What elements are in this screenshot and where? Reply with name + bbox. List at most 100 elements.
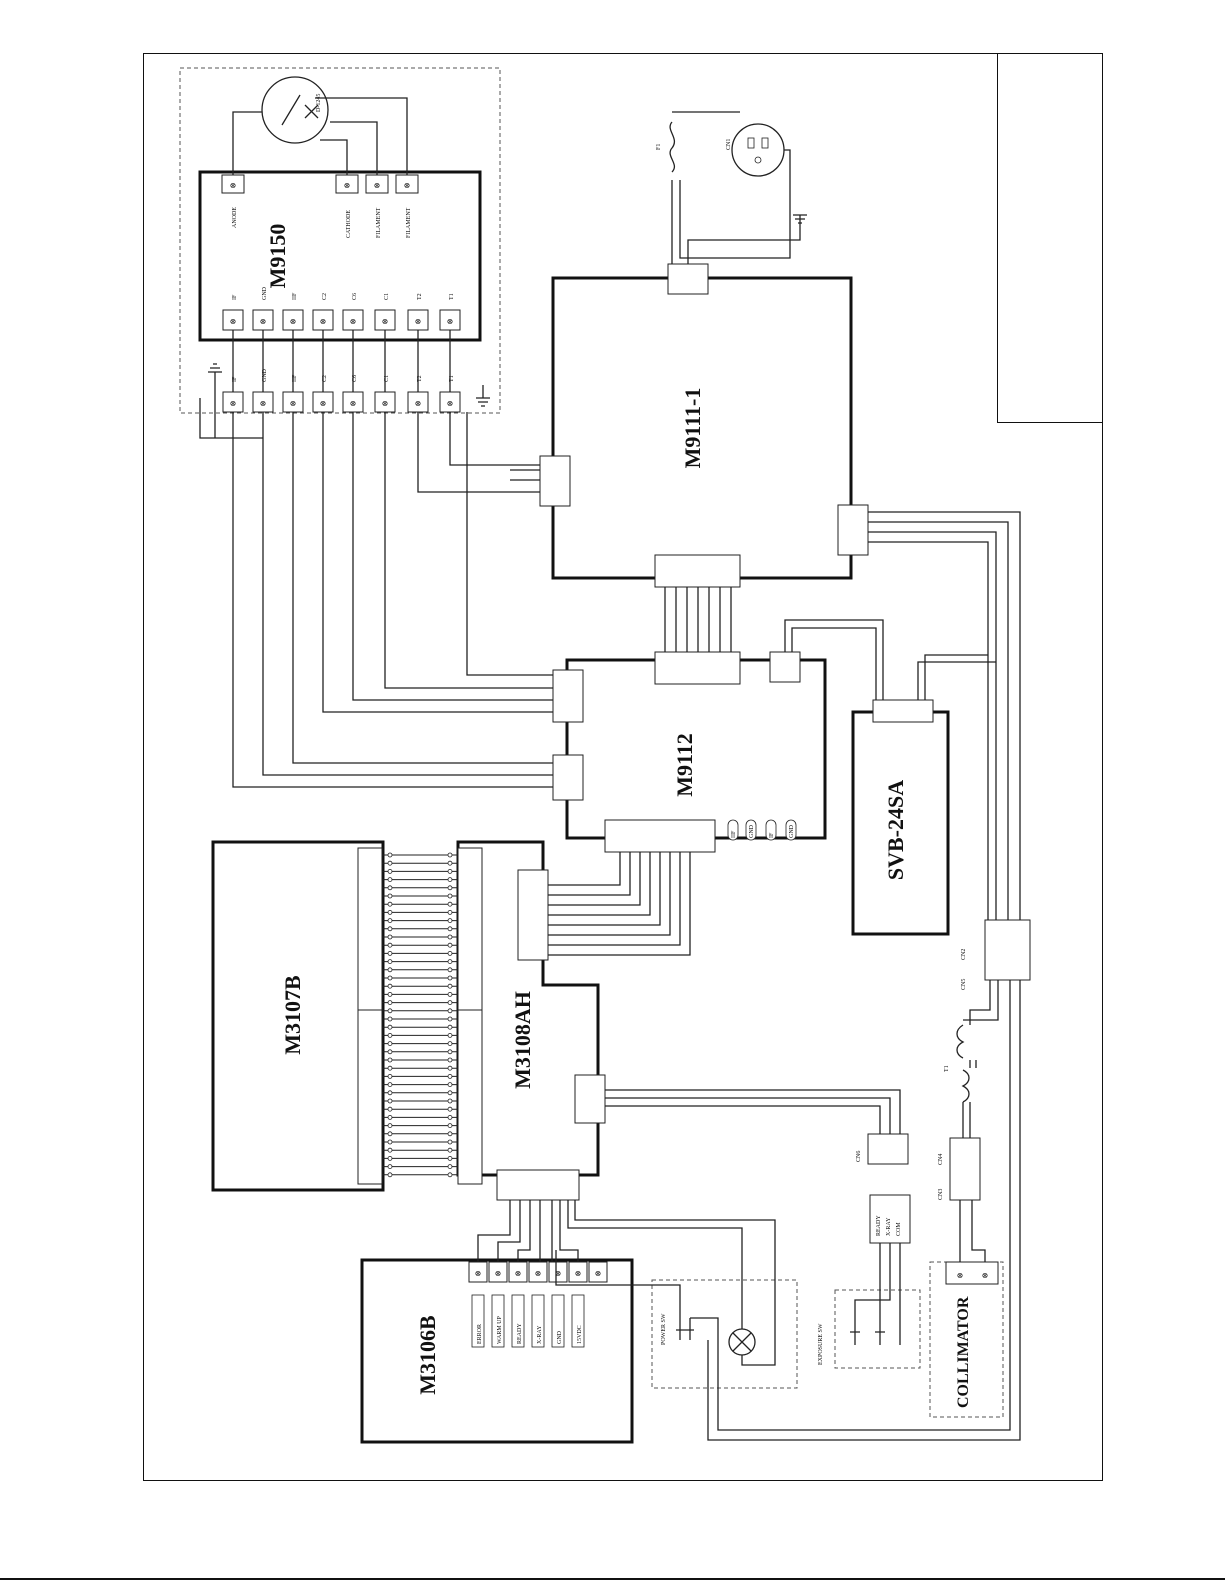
m3107b-label: M3107B [280,975,305,1055]
cn1-label: CN1 [726,139,732,150]
m3107b-board [211,840,385,1192]
m9112-j3-connector [552,669,584,723]
fuse-f1 [669,121,676,173]
svg-text:⊗: ⊗ [415,399,422,408]
m3108ah-j5-connector [574,1074,606,1124]
exposure-switch-label: EXPOSURE SW [818,1323,824,1365]
m3106b-signal-label: 15VDC [577,1325,583,1344]
m9150-board [198,170,482,342]
svg-text:⊗: ⊗ [475,1269,482,1278]
m9112-j5-connector [552,754,584,801]
ground-symbol [793,214,807,224]
m9150-enclosure [179,67,501,414]
power-switch-group [651,1279,798,1389]
svg-text:⊗: ⊗ [957,1271,964,1280]
m3108ah-j4-connector [496,1169,580,1201]
m9112-j4-connector [604,819,716,853]
drawing-border [143,53,1103,1481]
t1-label: T1 [944,1065,950,1072]
m3106b-signal-label: GND [557,1330,563,1344]
power-switch [676,1318,694,1340]
m3106b-terminal [528,1261,548,1283]
cn6-label: CN6 [856,1151,862,1162]
m9150-input-label: GND [262,368,268,382]
svg-text:⊗: ⊗ [374,181,381,190]
m9150-input-label: GND [262,286,268,300]
power-switch-label: POWER SW [661,1313,667,1345]
svg-text:⊗: ⊗ [290,317,297,326]
ground-symbol [208,363,222,385]
m9150-input-label: IIF [292,374,298,382]
svg-text:⊗: ⊗ [230,181,237,190]
xray-tube-symbol [261,76,329,144]
xray-label: X-RAY [886,1217,892,1236]
m9111-j4-connector [654,554,741,588]
svg-text:⊗: ⊗ [595,1269,602,1278]
svg-text:⊗: ⊗ [404,181,411,190]
svg-text:⊗: ⊗ [415,317,422,326]
m3106b-signal-label: ERROR [477,1324,483,1344]
m3107b-connector-strip [357,847,383,1185]
svg-text:⊗: ⊗ [382,399,389,408]
m9111-j3-connector [539,455,571,507]
j4-iif-label: IIF [731,830,737,838]
svg-text:⊗: ⊗ [515,1269,522,1278]
m9112-j2-connector [769,651,801,683]
svg-text:⊗: ⊗ [555,1269,562,1278]
m3106b-board [360,1258,634,1444]
m9150-input-label: C6 [352,293,358,300]
m9150-input-label: IF [232,376,238,382]
m9150-input-label: C1 [384,375,390,382]
m3106b-label: M3106B [415,1315,440,1395]
title-block [997,53,1103,423]
j4-gnd-label-2: GND [789,824,795,838]
filament-label-1: FILAMENT [376,207,382,238]
power-inlet-cn1 [731,123,785,177]
svg-text:⊗: ⊗ [260,317,267,326]
svb-label: SVB-24SA [883,780,908,880]
m3108ah-j3-connector [517,869,549,961]
anode-label: ANODE [232,207,238,228]
wiring-harness [199,385,1021,1441]
m9150-output-terminals: ⊗ ⊗ ⊗ ⊗ [221,174,419,194]
m3106b-terminal [588,1261,608,1283]
cn2-label: CN2 [961,949,967,960]
m3106b-signal-label: WARM UP [497,1315,503,1344]
cn6-connector [867,1133,909,1165]
m3106b-signal-label: X-RAY [537,1325,543,1344]
m3108ah-label: M3108AH [510,991,535,1089]
svg-text:⊗: ⊗ [575,1269,582,1278]
svg-text:⊗: ⊗ [535,1269,542,1278]
f1-label: F1 [656,144,662,150]
m9150-input-label: C6 [352,375,358,382]
svg-text:⊗: ⊗ [447,317,454,326]
m9111-j1-connector [667,263,709,295]
svg-text:⊗: ⊗ [344,181,351,190]
exposure-switch-group [834,1289,921,1369]
j4-gnd-label-1: GND [749,824,755,838]
svg-text:⊗: ⊗ [320,399,327,408]
svg-text:⊗: ⊗ [290,399,297,408]
j4-if-label: IF [769,832,775,838]
transformer-t1 [956,1024,970,1103]
m9150-input-label: T2 [417,293,423,300]
m9150-input-label: C2 [322,375,328,382]
svg-text:⊗: ⊗ [260,399,267,408]
m9150-input-label: T1 [449,293,455,300]
svg-text:⊗: ⊗ [230,317,237,326]
svg-text:⊗: ⊗ [447,399,454,408]
m9150-input-label: C1 [384,293,390,300]
ready-label: READY [876,1215,882,1236]
svg-text:⊗: ⊗ [982,1271,989,1280]
cn3-label: CN3 [938,1189,944,1200]
cathode-label: CATHODE [346,210,352,238]
m9112-j1-connector [654,651,741,685]
svb-connector [872,699,934,723]
m9112-label: M9112 [672,733,697,797]
m9150-input-label: T1 [449,375,455,382]
cn2-cn5-junction [984,919,1031,981]
m3106b-signal-label: READY [517,1323,523,1344]
svg-text:⊗: ⊗ [495,1269,502,1278]
com-label: COM [896,1222,902,1236]
